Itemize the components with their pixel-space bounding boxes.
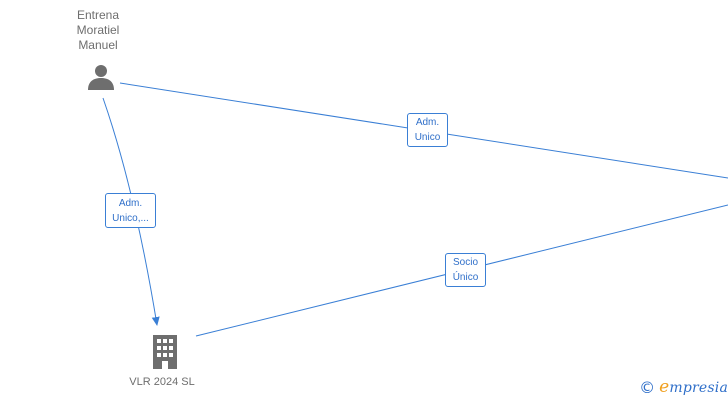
edge-label-adm-unico-top[interactable]: Adm. Unico	[407, 113, 448, 147]
edge-label-socio-unico[interactable]: Socio Único	[445, 253, 486, 287]
brand-logo: empresia	[659, 377, 728, 397]
person-icon[interactable]	[86, 62, 116, 92]
company-name-label: VLR 2024 SL	[129, 376, 195, 388]
edge-label-adm-unico-left[interactable]: Adm. Unico,...	[105, 193, 156, 228]
brand-watermark: © empresia	[639, 377, 728, 397]
copyright-icon: ©	[639, 377, 656, 397]
building-icon[interactable]	[148, 334, 182, 370]
person-name-label: Entrena Moratiel Manuel	[76, 8, 120, 52]
